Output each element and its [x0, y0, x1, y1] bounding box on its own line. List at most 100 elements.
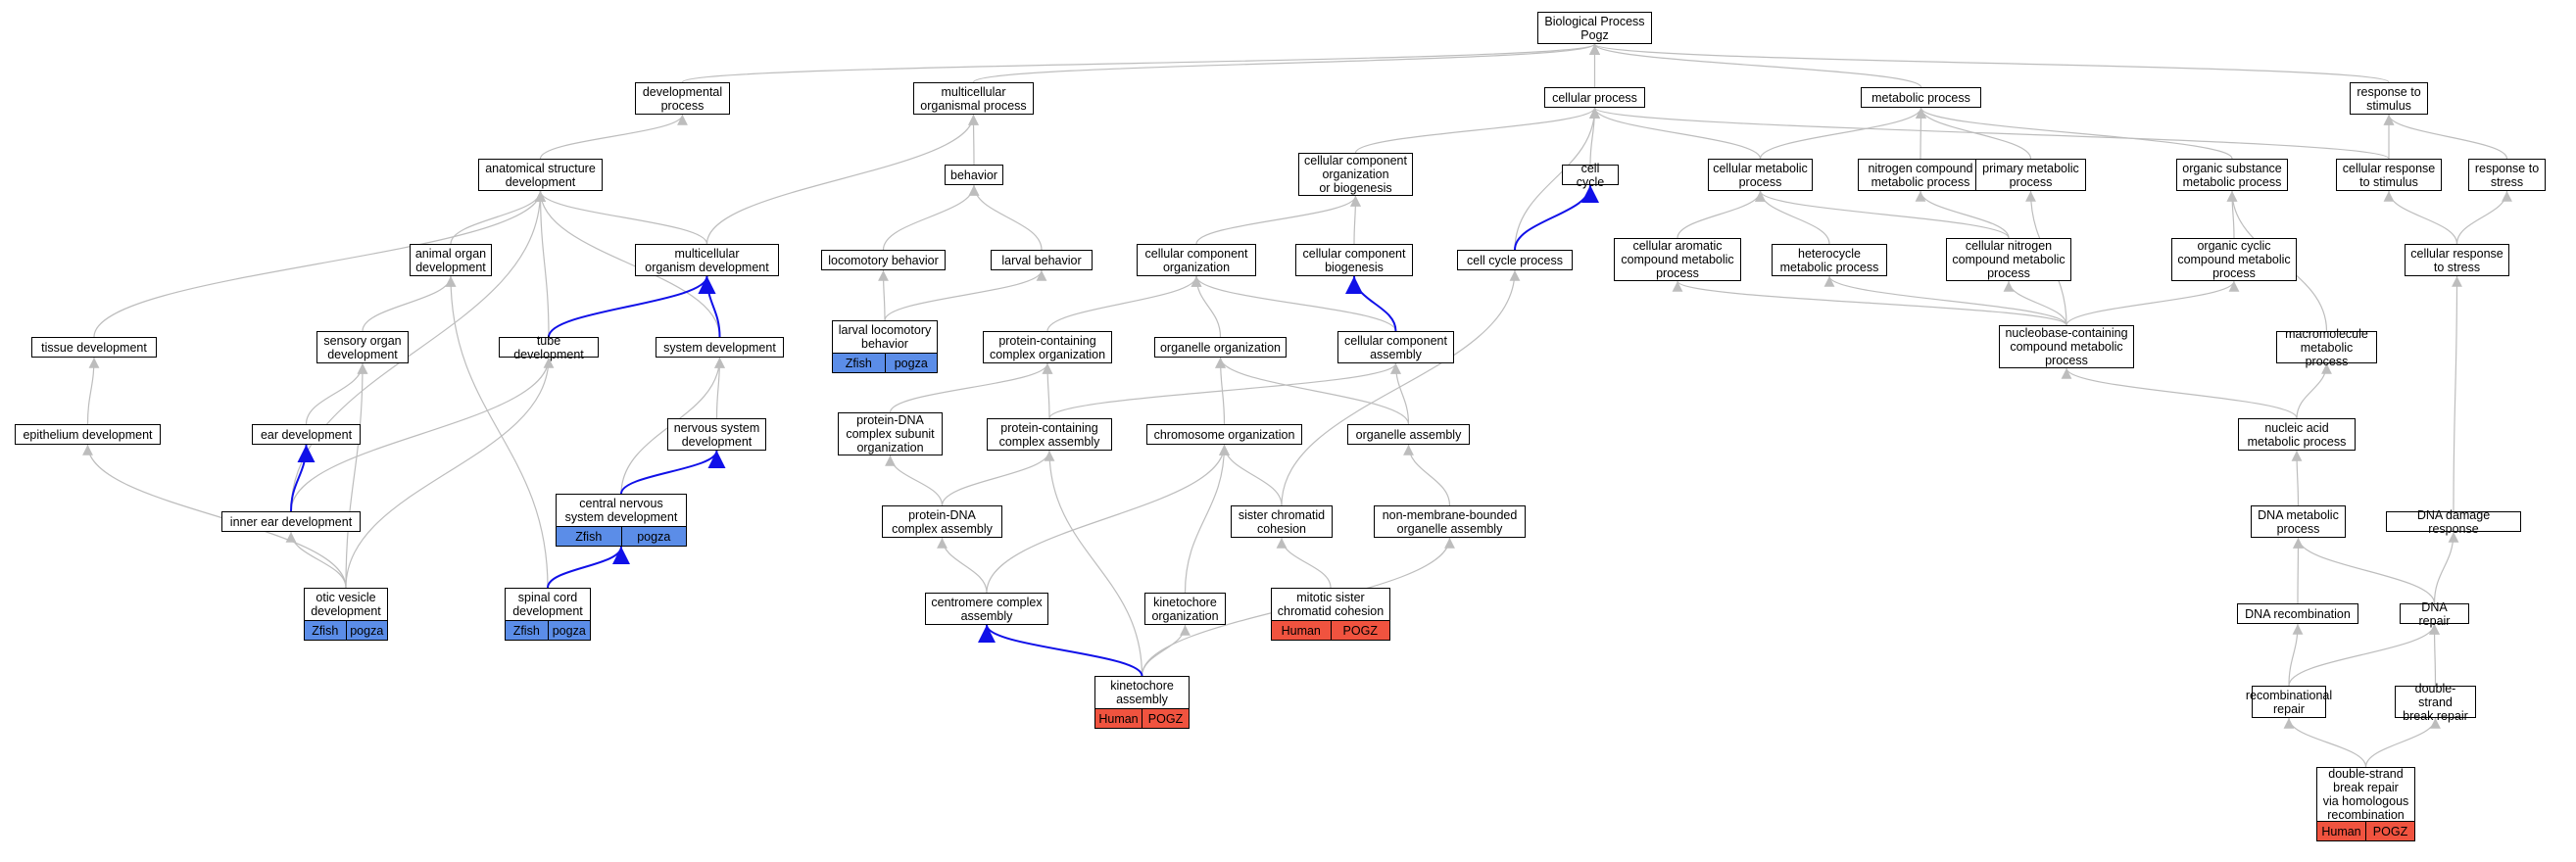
go-term-ccorg[interactable]: cellular component organization: [1137, 244, 1256, 276]
edge-ccasm-to-ccbio: [1345, 275, 1397, 332]
go-term-ccorgbio[interactable]: cellular component organization or bioge…: [1298, 153, 1413, 196]
edge-centro-to-protdnaasm: [937, 537, 988, 594]
go-term-dsbrhr[interactable]: double-strand break repair via homologou…: [2316, 767, 2415, 822]
edge-recombrep-to-dnarecomb: [2288, 623, 2304, 687]
go-term-epidev[interactable]: epithelium development: [15, 424, 161, 445]
go-term-protcompasm[interactable]: protein-containing complex assembly: [987, 418, 1112, 451]
go-term-eardev[interactable]: ear development: [252, 424, 361, 445]
go-term-cellarom[interactable]: cellular aromatic compound metabolic pro…: [1614, 238, 1741, 281]
go-term-kinorg[interactable]: kinetochore organization: [1144, 593, 1226, 625]
go-term-metproc[interactable]: metabolic process: [1861, 87, 1981, 108]
go-term-sysdev[interactable]: system development: [656, 337, 784, 358]
go-term-spinal[interactable]: spinal cord development: [505, 588, 591, 620]
edge-dsbrhr-to-recombrep: [2283, 717, 2367, 768]
edge-cellnitro-to-nitro: [1915, 190, 2010, 239]
go-term-multproc[interactable]: multicellular organismal process: [913, 82, 1034, 115]
go-term-mitsis[interactable]: mitotic sister chromatid cohesion: [1271, 588, 1390, 620]
go-term-respstress[interactable]: response to stress: [2468, 159, 2546, 191]
go-term-nervdev[interactable]: nervous system development: [667, 418, 766, 451]
edge-orgsub-to-metproc: [1916, 107, 2233, 160]
go-term-dnarecomb[interactable]: DNA recombination: [2237, 603, 2358, 624]
go-term-devproc[interactable]: developmental process: [635, 82, 730, 115]
go-term-nucleo[interactable]: nucleobase-containing compound metabolic…: [1999, 325, 2134, 368]
edge-spinal-to-animorgan: [445, 275, 549, 589]
go-term-dsbr[interactable]: double-strand break repair: [2395, 682, 2476, 723]
gene-label: POGZ: [1142, 709, 1189, 728]
go-term-bp[interactable]: Biological Process Pogz: [1537, 12, 1652, 44]
go-term-cns[interactable]: central nervous system development: [556, 494, 687, 526]
edge-ccorg-to-ccorgbio: [1195, 195, 1361, 245]
go-term-ccbio[interactable]: cellular component biogenesis: [1295, 244, 1413, 276]
go-term-protdnaasm[interactable]: protein-DNA complex assembly: [882, 505, 1002, 538]
edge-multproc-to-bp: [972, 43, 1600, 83]
go-term-behavior[interactable]: behavior: [945, 165, 1003, 185]
go-term-protdnaorg[interactable]: protein-DNA complex subunit organization: [838, 412, 943, 455]
species-label: Human: [1281, 623, 1321, 638]
go-term-protcomporg[interactable]: protein-containing complex organization: [983, 331, 1112, 363]
go-term-tubedev[interactable]: tube development: [499, 334, 599, 361]
edge-cellcycproc-to-cellproc: [1514, 107, 1600, 251]
go-term-animorgan[interactable]: animal organ development: [410, 244, 492, 276]
gene-label: pogza: [884, 354, 938, 372]
edge-cellmet-to-cellproc: [1589, 107, 1762, 160]
edge-nucleo-to-hetero: [1823, 275, 2067, 326]
edge-dsbrhr-to-dsbr: [2364, 717, 2441, 768]
go-term-sischrom[interactable]: sister chromatid cohesion: [1231, 505, 1333, 538]
go-term-innerear[interactable]: inner ear development: [221, 511, 361, 532]
edge-innerear-to-eardev: [290, 444, 316, 512]
go-term-recombrep[interactable]: recombinational repair: [2246, 686, 2332, 718]
go-term-cellresp[interactable]: cellular response to stimulus: [2336, 159, 2442, 191]
edge-protdnaasm-to-protdnaorg: [885, 455, 944, 506]
go-term-organorg[interactable]: organelle organization: [1154, 337, 1287, 358]
edge-mitsis-to-sischrom: [1276, 537, 1332, 589]
go-term-sensdev[interactable]: sensory organ development: [316, 331, 409, 363]
edge-hetero-to-cellmet: [1755, 190, 1830, 245]
go-term-locobeh[interactable]: locomotory behavior: [821, 250, 946, 270]
go-term-chromorg[interactable]: chromosome organization: [1146, 424, 1302, 445]
go-term-macromol[interactable]: macromolecule metabolic process: [2276, 327, 2377, 368]
go-term-hetero[interactable]: heterocycle metabolic process: [1772, 244, 1887, 276]
go-term-cellproc[interactable]: cellular process: [1544, 87, 1645, 108]
go-term-dnamet[interactable]: DNA metabolic process: [2251, 505, 2346, 538]
go-term-multdev[interactable]: multicellular organism development: [635, 244, 779, 276]
go-term-larvbeh[interactable]: larval behavior: [991, 250, 1093, 270]
edge-sysdev-to-anatdev: [535, 190, 721, 338]
edge-tubedev-to-anatdev: [535, 190, 550, 338]
edge-kinasm-to-centro: [978, 624, 1143, 677]
edge-behavior-to-multproc: [968, 114, 979, 166]
go-term-anatdev[interactable]: anatomical structure development: [478, 159, 603, 191]
go-term-cellcycproc[interactable]: cell cycle process: [1457, 250, 1573, 270]
go-term-nitro[interactable]: nitrogen compound metabolic process: [1858, 159, 1983, 191]
go-term-cellcycle[interactable]: cell cycle: [1562, 162, 1619, 189]
edge-dnarepair-to-dnadamage: [2433, 531, 2459, 604]
species-label: Zfish: [312, 623, 339, 638]
edge-kinorg-to-chromorg: [1184, 444, 1230, 594]
go-term-respstim[interactable]: response to stimulus: [2350, 82, 2428, 115]
go-term-tissuedev[interactable]: tissue development: [31, 337, 157, 358]
go-term-cellrespstress[interactable]: cellular response to stress: [2405, 244, 2509, 276]
edge-eardev-to-sensdev: [305, 362, 368, 425]
go-term-cellmet[interactable]: cellular metabolic process: [1708, 159, 1813, 191]
go-term-orgcyc[interactable]: organic cyclic compound metabolic proces…: [2171, 238, 2297, 281]
edge-nucleo-to-cellnitro: [2003, 280, 2067, 326]
edge-organasm-to-organorg: [1215, 357, 1410, 425]
go-term-larvloco[interactable]: larval locomotory behavior: [832, 320, 938, 353]
go-term-centro[interactable]: centromere complex assembly: [925, 593, 1048, 625]
go-term-organasm[interactable]: organelle assembly: [1347, 424, 1470, 445]
go-term-primet[interactable]: primary metabolic process: [1975, 159, 2086, 191]
go-term-nonmem[interactable]: non-membrane-bounded organelle assembly: [1374, 505, 1526, 538]
edge-cellarom-to-cellmet: [1677, 190, 1766, 239]
go-term-cellnitro[interactable]: cellular nitrogen compound metabolic pro…: [1946, 238, 2071, 281]
go-term-ccasm[interactable]: cellular component assembly: [1337, 331, 1454, 363]
go-term-nucacid[interactable]: nucleic acid metabolic process: [2238, 418, 2356, 451]
go-term-dnadamage[interactable]: DNA damage response: [2386, 508, 2521, 536]
edge-sischrom-to-chromorg: [1219, 444, 1283, 506]
edge-nucleo-to-cellarom: [1672, 280, 2067, 326]
go-term-otic[interactable]: otic vesicle development: [304, 588, 388, 620]
go-term-kinasm[interactable]: kinetochore assembly: [1094, 676, 1190, 708]
go-term-dnarepair[interactable]: DNA repair: [2400, 600, 2469, 628]
go-term-orgsub[interactable]: organic substance metabolic process: [2176, 159, 2288, 191]
